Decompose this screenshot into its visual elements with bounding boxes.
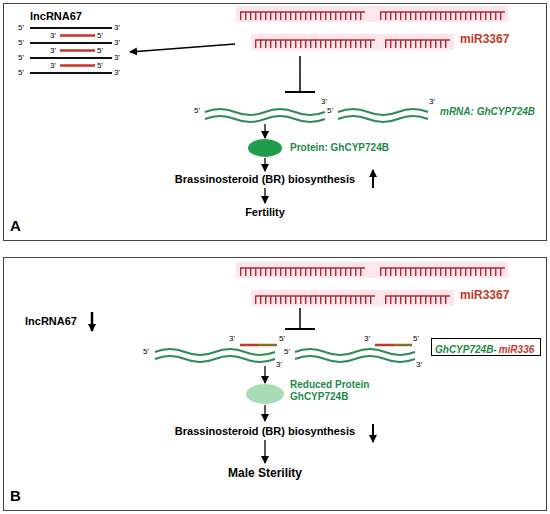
mrna-strand — [295, 356, 415, 362]
lncrna-strand — [30, 27, 112, 29]
strand-end: 5' — [143, 347, 149, 356]
mirna-name: miR3367 — [460, 33, 509, 47]
mrna-strand — [295, 349, 415, 355]
process-name: Brassinosteroid (BR) biosynthesis — [175, 425, 355, 438]
mrna-strand — [205, 116, 325, 122]
panel-letter: B — [10, 487, 21, 504]
protein-ellipse — [248, 139, 282, 157]
strand-end: 3' — [50, 31, 56, 40]
mrna-strand — [155, 356, 275, 362]
strand-end: 3' — [114, 38, 120, 47]
strand-end: 5' — [284, 347, 290, 356]
protein-ellipse — [246, 384, 284, 404]
mirna-teeth — [255, 296, 375, 304]
strand-end: 5' — [18, 68, 24, 77]
panel-letter: A — [10, 217, 21, 234]
strand-end: 5' — [327, 106, 333, 115]
process-name: Brassinosteroid (BR) biosynthesis — [175, 173, 355, 186]
strand-end: 5' — [279, 334, 285, 343]
flow-arrow — [264, 366, 265, 383]
gene-name: mRNA: GhCYP724B — [440, 106, 535, 118]
highlight — [236, 6, 508, 22]
bound-mirna-piece — [240, 344, 258, 347]
mirna-teeth — [240, 12, 365, 20]
duplex-label: GhCYP724B- — [432, 342, 497, 358]
bound-mirna — [60, 36, 95, 66]
strand-end: 5' — [97, 31, 103, 40]
strand-end: 5' — [18, 23, 24, 32]
bound-mirna-piece — [60, 34, 95, 37]
mrna-strand — [338, 109, 428, 115]
mirna-teeth — [240, 268, 365, 276]
mirna-teeth — [380, 12, 505, 20]
highlight — [251, 34, 454, 50]
decrease-arrow — [91, 312, 94, 331]
sponge-arrow — [130, 44, 235, 52]
flow-arrow — [264, 440, 265, 463]
strand-end: 3' — [114, 23, 120, 32]
mrna-strand — [205, 109, 325, 115]
mrna-strand — [338, 116, 428, 122]
protein-name: Reduced Protein GhCYP724B — [290, 379, 390, 402]
mirna-name: miR3367 — [460, 289, 509, 303]
increase-arrow — [372, 170, 374, 188]
strand-end: 3' — [416, 360, 422, 369]
mirna-teeth — [385, 40, 450, 48]
lncrna-strands — [30, 28, 112, 73]
decrease-arrow — [372, 424, 374, 442]
flow-arrow — [264, 188, 265, 203]
strand-end: 3' — [114, 68, 120, 77]
strand-end: 3' — [429, 97, 435, 106]
rna-name: lncRNA67 — [30, 10, 82, 23]
strand-end: 5' — [194, 106, 200, 115]
duplex-box: GhCYP724B-miR336 — [431, 338, 541, 356]
inhibition-bar — [285, 91, 315, 93]
strand-end: 3' — [50, 46, 56, 55]
inhibition-line — [299, 308, 301, 329]
bound-mirna-piece — [375, 344, 393, 347]
flow-arrow — [264, 158, 265, 171]
inhibition-line — [299, 56, 301, 92]
strand-end: 5' — [97, 61, 103, 70]
inhibition-bar — [285, 328, 315, 330]
mirna-teeth — [380, 268, 505, 276]
highlight — [236, 262, 508, 278]
mirna-teeth — [385, 296, 450, 304]
strand-end: 5' — [97, 46, 103, 55]
strand-end: 3' — [229, 334, 235, 343]
strand-end: 5' — [413, 334, 419, 343]
duplex-label: miR336 — [497, 342, 535, 358]
bound-mirna-piece — [258, 344, 277, 347]
rna-name: lncRNA67 — [25, 315, 77, 328]
outcome: Fertility — [245, 206, 285, 219]
mrna-strand — [155, 349, 275, 355]
bound-mirna-piece — [393, 344, 412, 347]
bound-mirna-piece — [60, 64, 95, 67]
flow-arrow — [264, 124, 265, 138]
strand-end: 3' — [114, 53, 120, 62]
strand-end: 3' — [364, 334, 370, 343]
lncrna-strand — [30, 72, 112, 74]
lncrna-strand — [30, 57, 112, 59]
flow-arrow — [264, 405, 265, 421]
bound-mirna — [240, 344, 412, 347]
strand-end: 3' — [50, 61, 56, 70]
lncrna-strand — [30, 42, 112, 44]
highlight — [251, 290, 454, 306]
strand-end: 5' — [18, 53, 24, 62]
strand-end: 3' — [321, 97, 327, 106]
mirna-teeth — [255, 40, 375, 48]
protein-name: Protein: GhCYP724B — [290, 142, 389, 154]
mrna-strands — [205, 109, 428, 122]
strand-end: 5' — [18, 38, 24, 47]
bound-mirna-piece — [60, 49, 95, 52]
strand-end: 3' — [276, 360, 282, 369]
outcome: Male Sterility — [228, 467, 302, 481]
